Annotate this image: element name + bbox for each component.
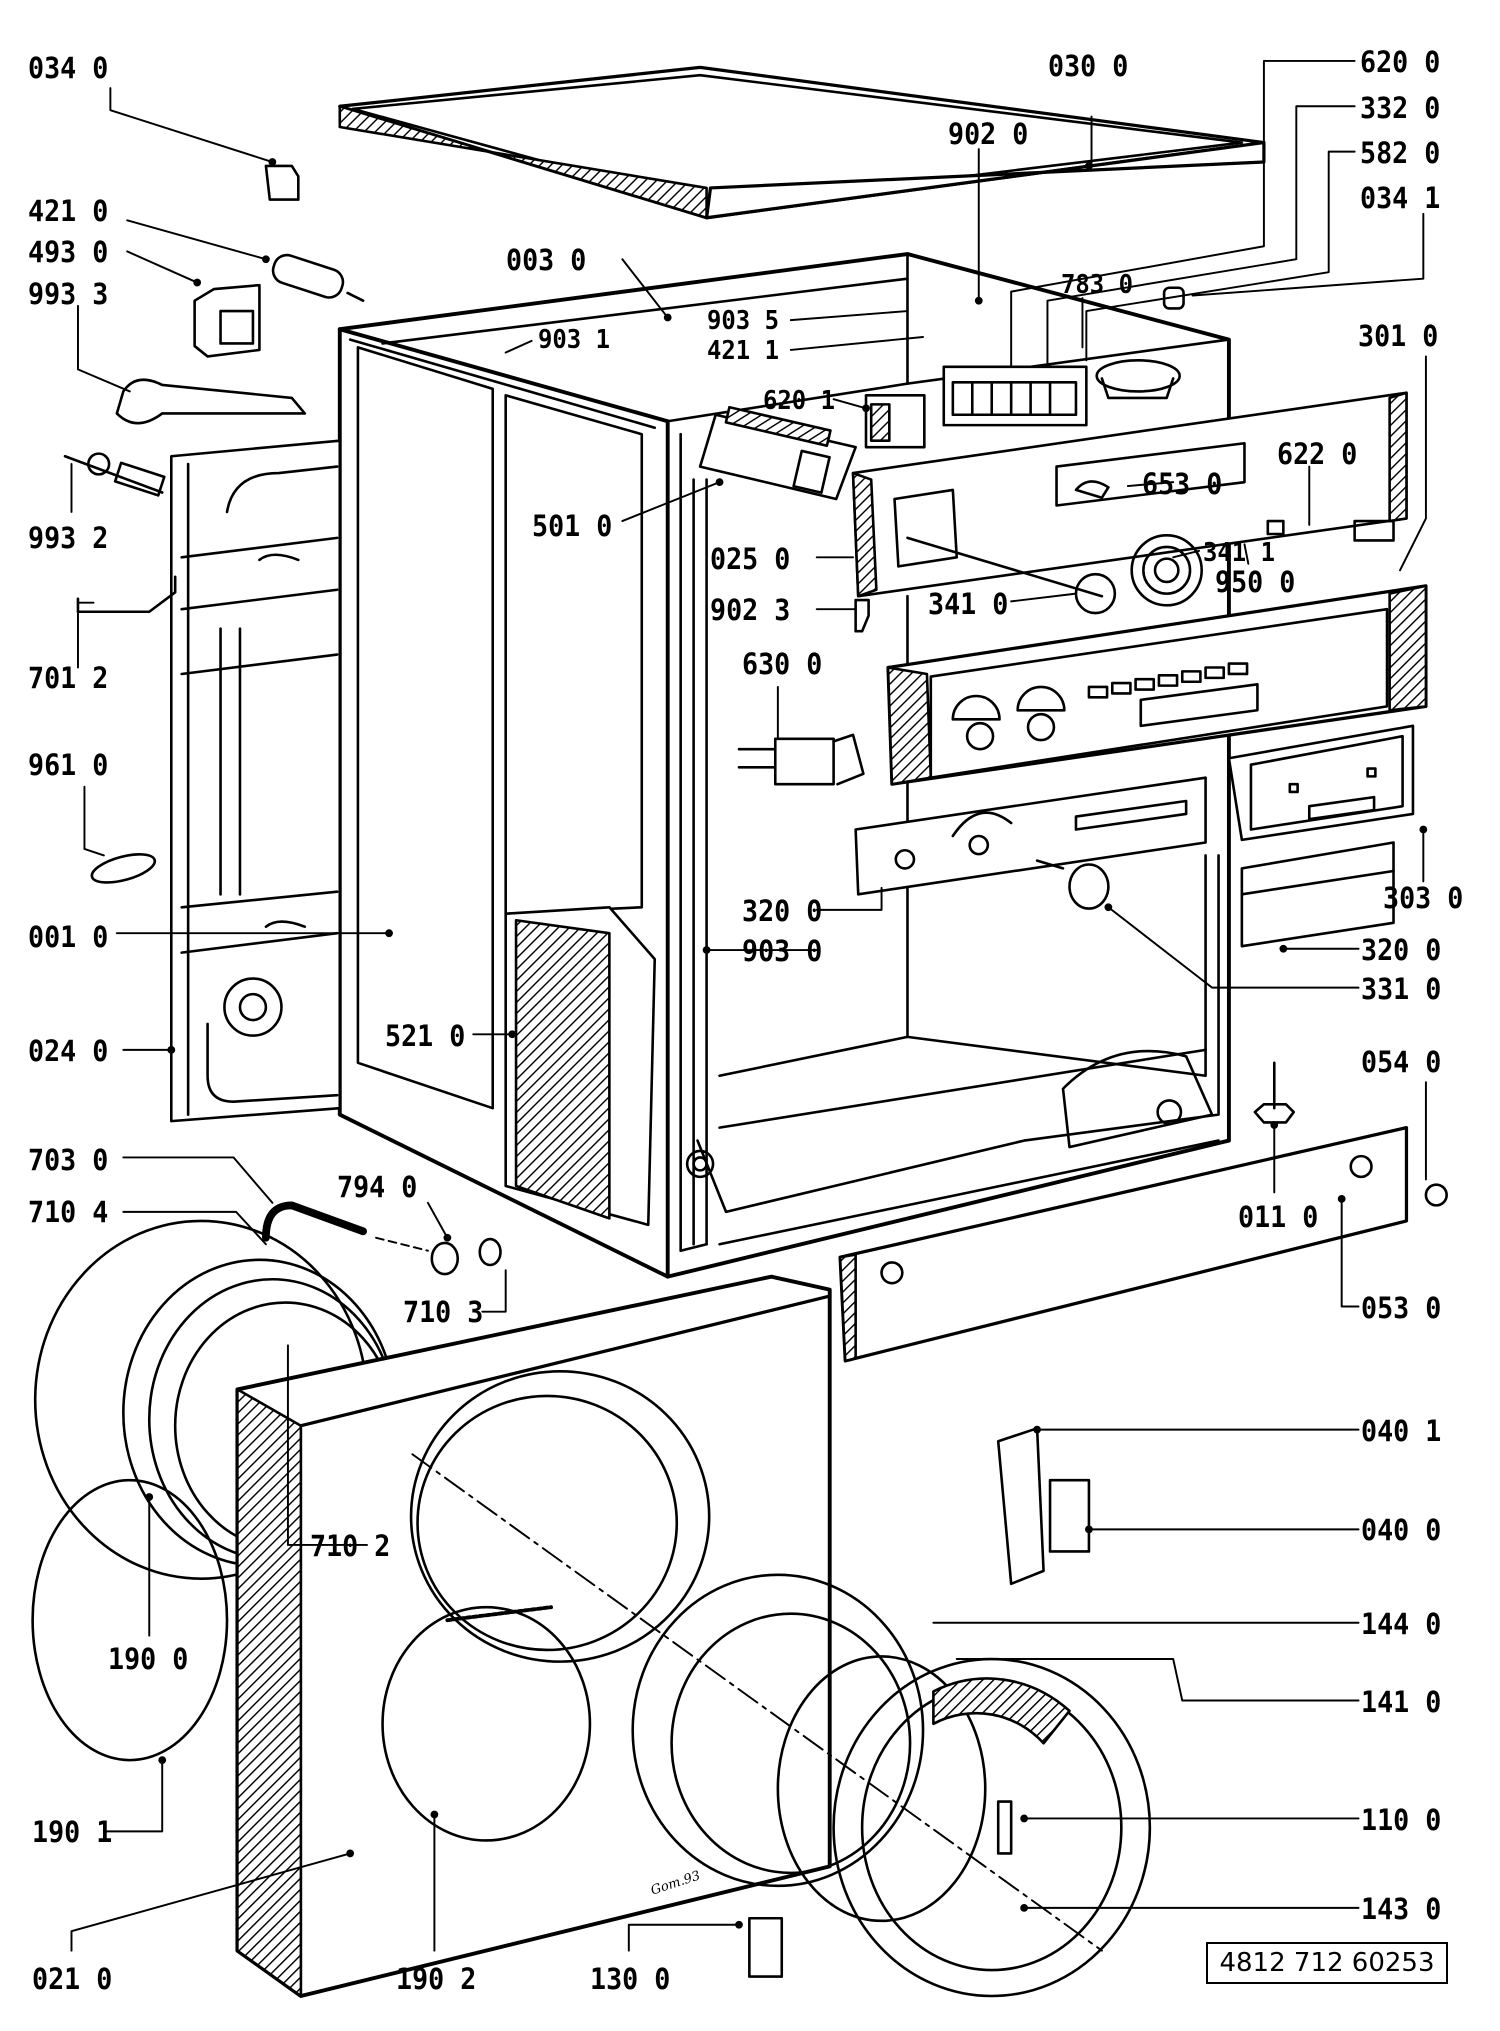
callout-110-0: 110 0 — [1361, 1803, 1442, 1837]
adjustable-foot-011-0 — [1253, 1061, 1296, 1124]
spanner-993-3 — [115, 378, 307, 425]
callout-521-0: 521 0 — [385, 1019, 466, 1053]
callout-903-1: 903 1 — [538, 325, 611, 355]
callout-034-1: 034 1 — [1360, 181, 1441, 215]
callout-011-0: 011 0 — [1238, 1200, 1319, 1234]
callout-054-0: 054 0 — [1361, 1045, 1442, 1079]
callout-141-0: 141 0 — [1361, 1685, 1442, 1719]
callout-961-0: 961 0 — [28, 748, 109, 782]
callout-794-0: 794 0 — [337, 1170, 418, 1204]
callout-144-0: 144 0 — [1361, 1607, 1442, 1641]
switch-620-1 — [864, 394, 926, 449]
callout-021-0: 021 0 — [32, 1962, 113, 1996]
callout-493-0: 493 0 — [28, 235, 109, 269]
fascia-buttons — [1087, 662, 1249, 699]
detergent-drawer-303-0 — [1227, 724, 1415, 842]
top-cover — [338, 65, 1266, 220]
callout-030-0: 030 0 — [1048, 49, 1129, 83]
callout-190-2: 190 2 — [396, 1962, 477, 1996]
callout-341-0: 341 0 — [928, 587, 1009, 621]
callout-710-4: 710 4 — [28, 1195, 109, 1229]
door-catch-130-0 — [748, 1916, 784, 1978]
door-inner-frame-144-0 — [631, 1573, 925, 1888]
callout-993-2: 993 2 — [28, 521, 109, 555]
callout-710-3: 710 3 — [403, 1295, 484, 1329]
callout-303-0: 303 0 — [1383, 881, 1464, 915]
timer-582-0 — [1095, 359, 1181, 400]
callout-620-1: 620 1 — [763, 386, 836, 416]
callout-053-0: 053 0 — [1361, 1291, 1442, 1325]
transport-bolt-993-2 — [63, 452, 166, 497]
bracket-034-0 — [264, 164, 300, 201]
drawer-label-320-0 — [1240, 841, 1395, 948]
door-lock-630-0 — [737, 733, 865, 786]
callout-421-0: 421 0 — [28, 194, 109, 228]
callout-003-0: 003 0 — [506, 243, 587, 277]
callout-783-0: 783 0 — [1061, 270, 1134, 300]
callout-024-0: 024 0 — [28, 1034, 109, 1068]
connector-902-3 — [854, 598, 870, 633]
leader-lines — [70, 59, 1427, 1952]
callout-630-0: 630 0 — [742, 647, 823, 681]
callout-040-0: 040 0 — [1361, 1513, 1442, 1547]
callout-421-1: 421 1 — [707, 336, 780, 366]
panel-frame-025-0 — [851, 391, 1408, 615]
callout-710-2: 710 2 — [310, 1529, 391, 1563]
door-hinge-040 — [996, 1427, 1091, 1586]
callout-190-0: 190 0 — [108, 1642, 189, 1676]
callout-703-0: 703 0 — [28, 1143, 109, 1177]
callout-001-0: 001 0 — [28, 920, 109, 954]
callout-143-0: 143 0 — [1361, 1892, 1442, 1926]
drain-hose-703-0 — [262, 1201, 368, 1242]
callout-902-0: 902 0 — [948, 117, 1029, 151]
callout-341-1: 341 1 — [1203, 538, 1276, 568]
callout-190-1: 190 1 — [32, 1815, 113, 1849]
callout-331-0: 331 0 — [1361, 972, 1442, 1006]
callout-902-3: 902 3 — [710, 593, 791, 627]
suppressor-493-0 — [193, 283, 261, 358]
callout-501-0: 501 0 — [532, 509, 613, 543]
callout-903-0: 903 0 — [742, 934, 823, 968]
nut-794-0 — [430, 1237, 502, 1276]
capacitor-421-0 — [271, 253, 365, 302]
callout-950-0: 950 0 — [1215, 565, 1296, 599]
electronic-module-501-0 — [698, 405, 857, 501]
callout-320-0-drawer: 320 0 — [1361, 933, 1442, 967]
leader-dots — [145, 158, 1428, 1929]
callout-903-5: 903 5 — [707, 306, 780, 336]
callout-034-0: 034 0 — [28, 51, 109, 85]
clamp-701-2 — [76, 575, 177, 614]
callout-332-0: 332 0 — [1360, 91, 1441, 125]
kick-plate-053-0 — [838, 1125, 1409, 1363]
rear-panel — [169, 439, 342, 1123]
bellow-clamp-190-1 — [31, 1478, 229, 1762]
callout-025-0: 025 0 — [710, 542, 791, 576]
callout-130-0: 130 0 — [590, 1962, 671, 1996]
door-handle-110-0 — [996, 1800, 1013, 1855]
callout-040-1: 040 1 — [1361, 1414, 1442, 1448]
callout-301-0: 301 0 — [1358, 319, 1439, 353]
callout-622-0: 622 0 — [1277, 437, 1358, 471]
callout-993-3: 993 3 — [28, 277, 109, 311]
handle-961-0 — [90, 853, 157, 884]
programme-knob-331-0 — [1035, 859, 1110, 910]
control-fascia-301-0 — [886, 584, 1428, 786]
callout-582-0: 582 0 — [1360, 136, 1441, 170]
callout-701-2: 701 2 — [28, 661, 109, 695]
cabinet-body — [337, 252, 1231, 1279]
door-glass-141-0 — [776, 1655, 987, 1923]
door-outer-frame-143-0 — [832, 1657, 1152, 1998]
front-panel-021-0 — [235, 1274, 832, 1998]
callout-620-0: 620 0 — [1360, 45, 1441, 79]
switch-unit-620-0 — [942, 365, 1088, 427]
screw-054-0 — [1424, 1183, 1448, 1207]
program-panel-320-0 — [854, 776, 1207, 896]
callout-320-0-panel: 320 0 — [742, 894, 823, 928]
part-number-box: 4812 712 60253 — [1206, 1942, 1448, 1984]
callout-653-0: 653 0 — [1142, 467, 1223, 501]
